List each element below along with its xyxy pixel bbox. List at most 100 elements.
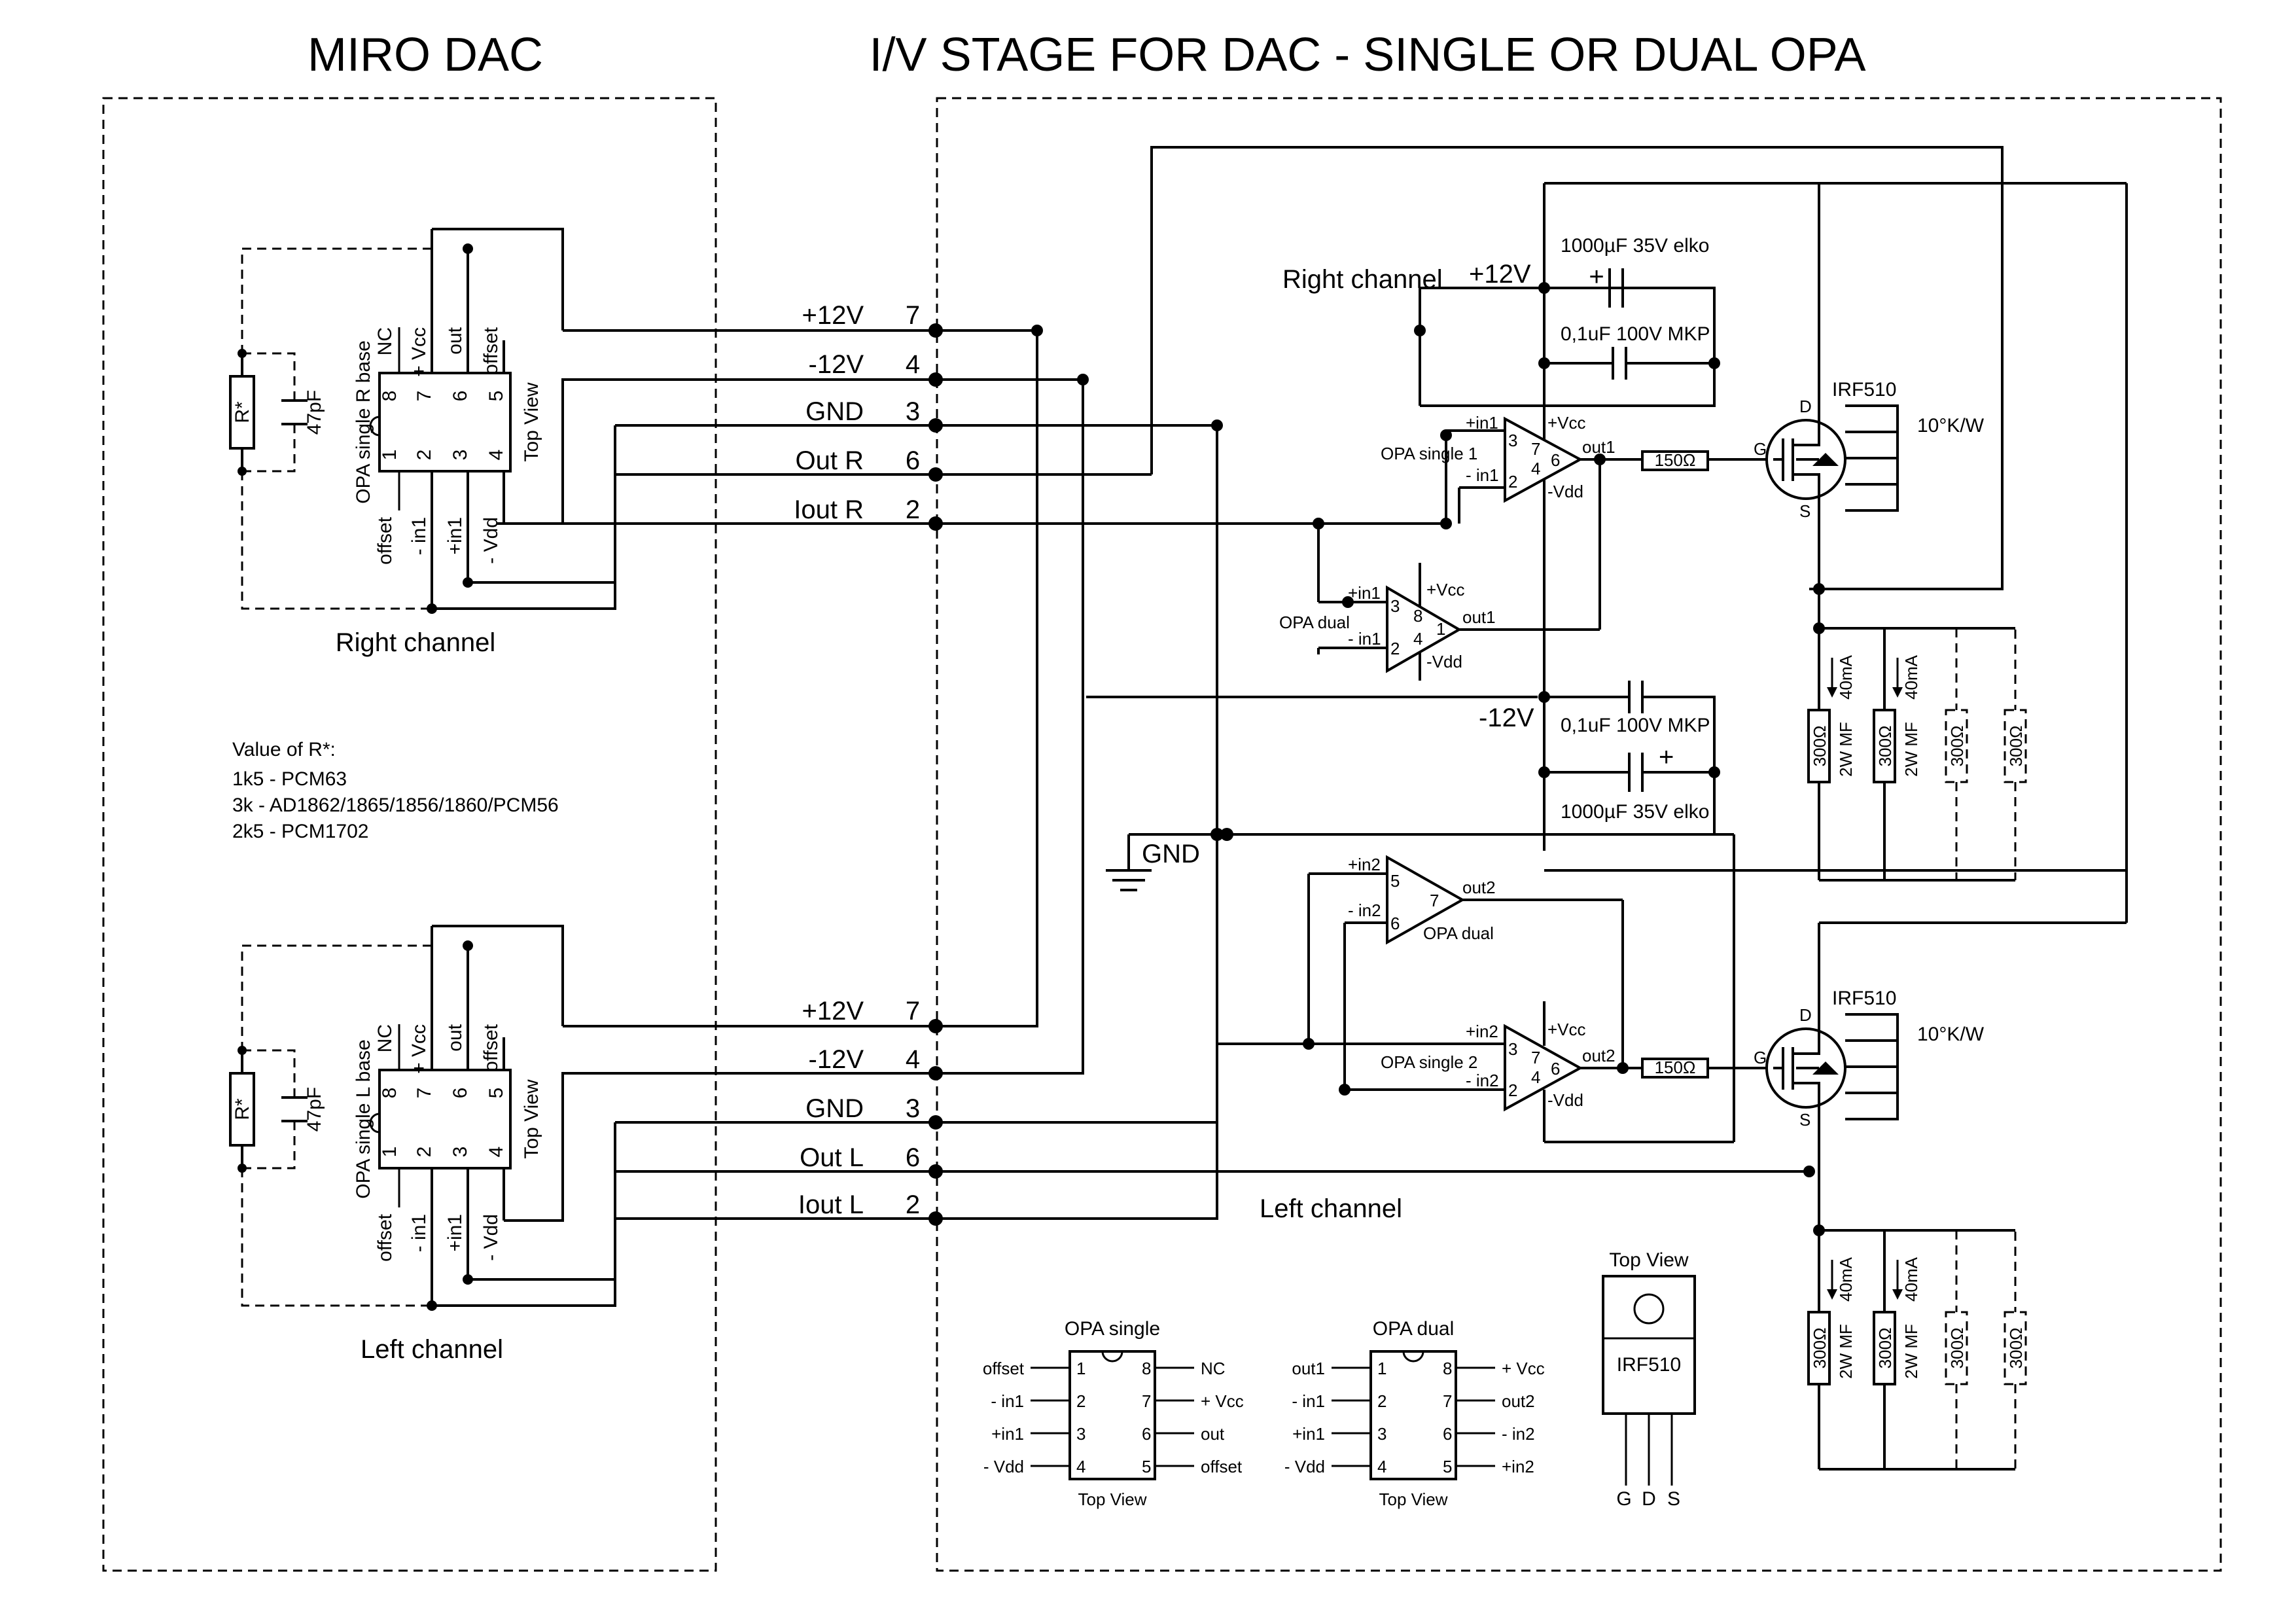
pin-label: - Vdd [480,1214,502,1261]
mosfet-label: IRF510 [1832,988,1896,1009]
legend-pin-number: 8 [1142,1359,1151,1378]
r-star-label: R* [232,1098,253,1120]
pin-label: - in2 [1348,901,1381,920]
conn-l-pin: 4 [906,1045,920,1074]
rating-label: 2W MF [1901,1324,1921,1379]
pin-label: S [1799,1110,1810,1130]
legend-pin-number: 1 [1377,1359,1386,1378]
legend-irf510: Top View IRF510 G D S [1602,1249,1696,1510]
pin-label: +in1 [1466,413,1498,433]
psu-decoupling: +12V 1000µF 35V elko + 0,1uF 100V MKP -1… [1260,182,2128,1223]
legend-opa-single: OPA single offset - in1 +in1 - Vdd 1 2 3… [983,1318,1244,1509]
legend-pin-label: - Vdd [983,1457,1024,1476]
pin-number: 7 [1430,891,1439,910]
legend-pin-number: 8 [1443,1359,1452,1378]
res300-label: 300Ω [1947,726,1967,767]
legend-pin-number: 3 [1076,1424,1086,1444]
conn-l-pin: 3 [906,1094,920,1123]
pin-number: 3 [1508,431,1517,450]
note-line: 2k5 - PCM1702 [232,821,368,842]
pin-label: - Vdd [480,517,502,564]
top-view-label: Top View [521,1079,542,1159]
pin-number: 7 [1531,1048,1540,1067]
heatsink-label: 10°K/W [1917,415,1985,437]
opa-dual-a-label: OPA dual [1279,613,1350,632]
pin-label: NC [374,1024,396,1052]
pin-label: out [444,1024,466,1051]
pin-label: NC [374,327,396,355]
current-resistors-top: 300Ω 300Ω 300Ω 300Ω 2W MF 2W MF 40mA 40m… [1807,622,2027,882]
pin-label: +Vcc [1426,580,1465,599]
pin-number: 3 [1390,596,1400,616]
current-label: 40mA [1836,1257,1856,1302]
connector-right: +12V -12V GND Out R Iout R 7 4 3 6 2 [497,301,943,531]
pin-number: 8 [1413,606,1422,626]
conn-r-pin: 6 [906,446,920,475]
current-label: 40mA [1836,654,1856,700]
pin-number: 8 [379,391,400,402]
legend-pin-label: +in2 [1502,1457,1534,1476]
pin-label: S [1799,501,1810,521]
conn-l-label: GND [805,1094,864,1123]
opa-dual-b: +in2 - in2 5 6 7 out2 OPA dual [1303,855,1624,1096]
top-view-label: Top View [521,382,542,462]
conn-l-label: +12V [802,997,864,1026]
pin-label: out2 [1582,1046,1616,1065]
mosfet-stage-left: 150Ω G D S IRF510 10°K/W [1641,921,2127,1469]
conn-r-label: GND [805,397,864,426]
res300-label: 300Ω [1810,1328,1829,1369]
left-channel-label: Left channel [1260,1194,1402,1223]
conn-l-label: -12V [809,1045,864,1074]
rating-label: 2W MF [1836,722,1856,777]
title-iv-stage: I/V STAGE FOR DAC - SINGLE OR DUAL OPA [870,29,1866,81]
legend-fet-title: Top View [1609,1249,1689,1271]
pin-label: G [1754,1048,1767,1067]
legend-pin-label: out1 [1292,1359,1325,1378]
pin-label: out [444,327,466,354]
legend-pin-number: 7 [1142,1391,1151,1411]
dac-base-r-label: OPA single R base [353,340,374,504]
legend-pin-number: 3 [1377,1424,1386,1444]
pin-number: 6 [1390,914,1400,933]
conn-r-label: Iout R [794,495,864,524]
opa-dual-a: +in1 - in1 3 2 8 4 1 +Vcc -Vdd out1 OPA … [1279,459,1601,681]
legend-pin-label: offset [1201,1457,1243,1476]
legend-pin-label: - in2 [1502,1424,1535,1444]
opa-dual-b-label: OPA dual [1423,923,1494,943]
pin-number: 1 [1436,619,1445,639]
pin-label: out1 [1462,607,1496,627]
dac-base-left: R* 47pF OPA single L base Top View NC + … [229,925,616,1364]
pin-label: offset [480,327,502,374]
legend-pin-label: +in1 [991,1424,1024,1444]
plus12-label: +12V [1469,260,1531,289]
pin-label: -Vdd [1426,652,1462,671]
plus-sign: + [1659,743,1674,772]
conn-l-pin: 7 [906,997,920,1026]
pin-number: 4 [486,450,507,461]
pin-label: offset [374,1213,396,1261]
res300-label: 300Ω [1810,726,1829,767]
pin-label: D [1799,1005,1812,1025]
conn-r-label: -12V [809,350,864,379]
legend-pin-label: offset [983,1359,1025,1378]
res150-label: 150Ω [1655,450,1696,470]
pin-number: 3 [450,450,471,461]
pin-label: +in1 [444,1214,466,1252]
pin-label: +in1 [1348,583,1381,603]
legend-title: OPA dual [1373,1318,1455,1340]
res300-label: 300Ω [2006,1328,2026,1369]
pin-number: 5 [486,1088,507,1099]
cap-47pf-label: 47pF [304,1087,325,1132]
pin-label: + Vcc [408,327,430,377]
conn-r-pin: 3 [906,397,920,426]
pin-number: 4 [486,1147,507,1158]
pin-number: 3 [450,1147,471,1158]
r-star-notes: Value of R*: 1k5 - PCM63 3k - AD1862/186… [232,739,559,842]
pin-number: 2 [1508,472,1517,491]
pin-label: +Vcc [1547,413,1586,433]
opa-single-2-label: OPA single 2 [1381,1052,1477,1072]
conn-r-pin: 2 [906,495,920,524]
pin-number: 6 [1551,1059,1560,1079]
legend-pin-number: 4 [1076,1457,1086,1476]
